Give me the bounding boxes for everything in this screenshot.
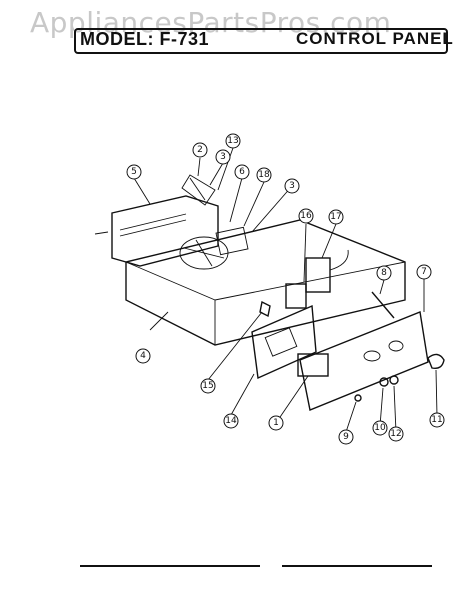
svg-text:17: 17 (330, 212, 341, 222)
svg-text:18: 18 (258, 170, 270, 180)
callout-10: 10 (372, 420, 388, 436)
callout-9: 9 (338, 429, 354, 445)
knob-part (389, 375, 399, 385)
callout-13: 13 (225, 133, 241, 149)
svg-text:10: 10 (374, 423, 386, 433)
svg-text:3: 3 (220, 152, 226, 162)
switch-part (297, 353, 329, 377)
thermostat-parts (285, 249, 349, 309)
knob-part (427, 353, 445, 370)
callout-12: 12 (388, 426, 404, 442)
callout-15: 15 (200, 378, 216, 394)
fan-assembly (179, 174, 249, 270)
callout-1: 1 (268, 415, 284, 431)
knob-part (354, 394, 362, 402)
callout-14: 14 (223, 413, 239, 429)
svg-text:8: 8 (381, 268, 387, 278)
svg-text:11: 11 (431, 415, 442, 425)
knob-part (259, 300, 271, 318)
svg-text:9: 9 (343, 432, 349, 442)
svg-text:3: 3 (289, 181, 295, 191)
svg-text:5: 5 (131, 167, 137, 177)
callout-6: 6 (234, 164, 250, 180)
svg-text:1: 1 (273, 418, 279, 428)
footer-line-right (282, 565, 432, 567)
header-box (74, 28, 448, 54)
control-panel-part (299, 311, 429, 411)
callout-17: 17 (328, 209, 344, 225)
callout-2: 2 (192, 142, 208, 158)
callout-7: 7 (416, 264, 432, 280)
svg-text:12: 12 (390, 429, 401, 439)
vent-cover-part (94, 195, 219, 267)
footer-line-left (80, 565, 260, 567)
callout-3: 3 (284, 178, 300, 194)
callout-4: 4 (135, 348, 151, 364)
screw-part (371, 291, 395, 319)
callout-8: 8 (376, 265, 392, 281)
svg-text:4: 4 (140, 351, 146, 361)
callout-5: 5 (126, 164, 142, 180)
svg-text:14: 14 (225, 416, 237, 426)
leader-lines (133, 147, 438, 433)
svg-text:6: 6 (239, 167, 245, 177)
knob-part (379, 377, 389, 387)
callout-18: 18 (256, 167, 272, 183)
model-label: MODEL: F-731 (80, 29, 210, 49)
svg-text:7: 7 (421, 267, 427, 277)
svg-text:15: 15 (202, 381, 213, 391)
callout-3: 3 (215, 149, 231, 165)
callout-11: 11 (429, 412, 445, 428)
panel-title: CONTROL PANEL (296, 29, 454, 48)
svg-text:13: 13 (227, 136, 238, 146)
watermark: AppliancesPartsPros.com (30, 6, 392, 39)
svg-text:2: 2 (197, 145, 203, 155)
frame-part (251, 304, 317, 380)
callout-16: 16 (298, 208, 314, 224)
svg-text:16: 16 (300, 211, 312, 221)
